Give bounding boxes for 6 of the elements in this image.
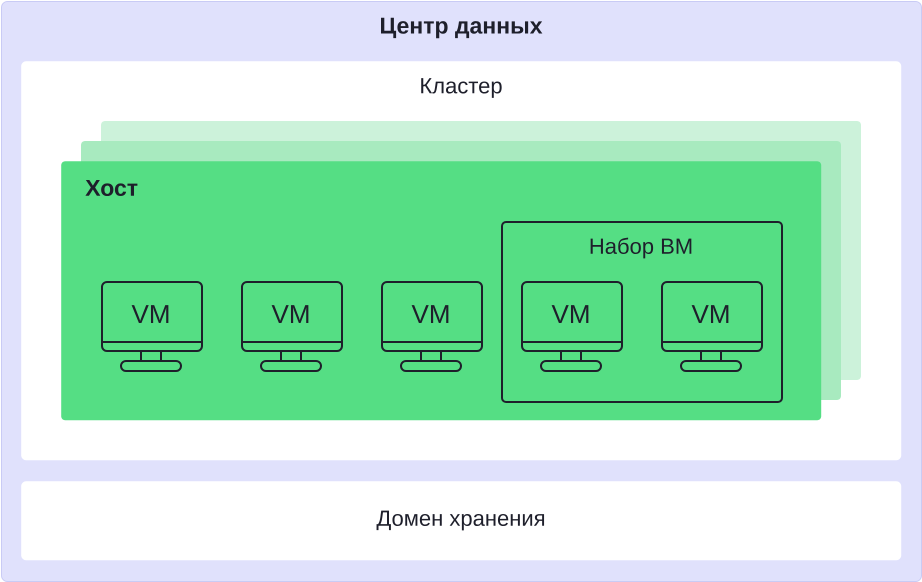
container-box: Домен хранения: [21, 481, 902, 560]
monitor: VM: [241, 281, 343, 372]
monitor: VM: [381, 281, 483, 372]
monitor: VM: [661, 281, 763, 372]
monitor: VM: [521, 281, 623, 372]
monitor: VM: [101, 281, 203, 372]
